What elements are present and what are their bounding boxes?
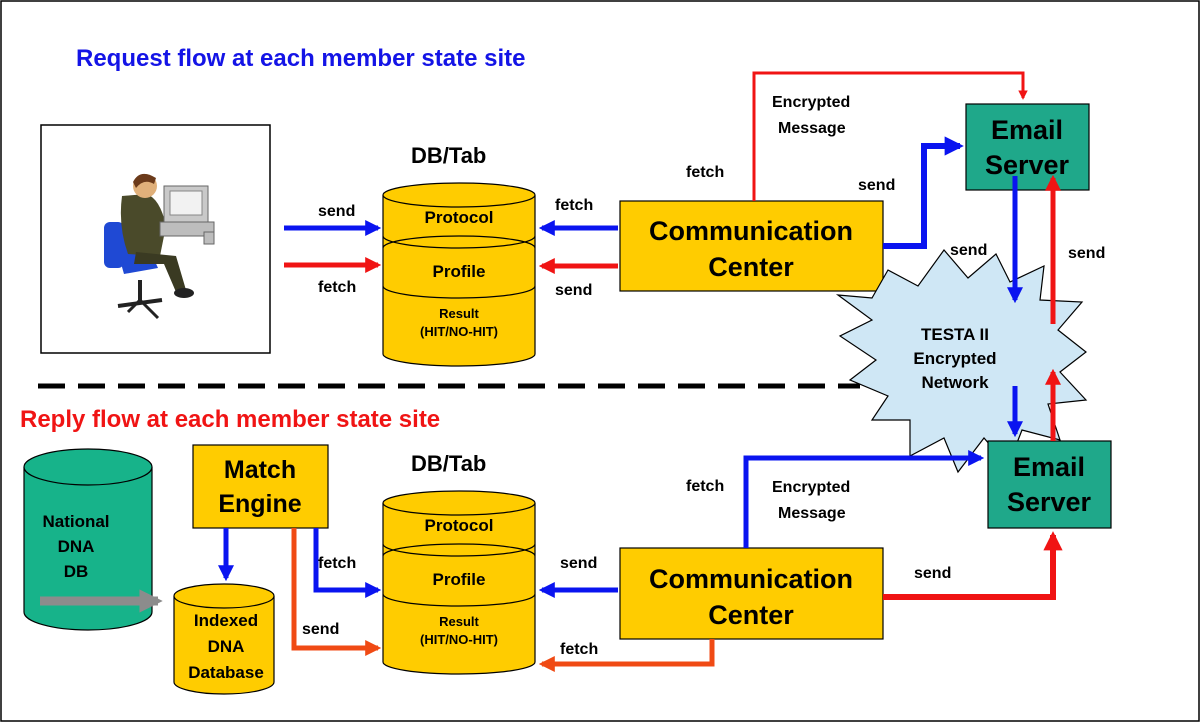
communication-center-bottom-line2: Center	[708, 600, 794, 630]
db-result-sub-label-bottom: (HIT/NO-HIT)	[420, 632, 498, 647]
label-up-send: send	[1068, 245, 1105, 262]
email-server-bottom-line1: Email	[1013, 452, 1085, 482]
label-encrypted-bottom-line1: Encrypted	[772, 479, 850, 496]
db-tab-title-top: DB/Tab	[411, 143, 486, 168]
network-label-line2: Encrypted	[913, 349, 996, 368]
db-profile-label-bottom: Profile	[433, 570, 486, 589]
national-dna-line1: National	[42, 512, 109, 531]
indexed-dna-database-cylinder	[173, 583, 275, 695]
communication-center-top-line1: Communication	[649, 216, 853, 246]
cc-to-email-top-arrow	[883, 136, 964, 249]
db-protocol-label-bottom: Protocol	[425, 516, 494, 535]
label-cc-fetch-bottom: fetch	[560, 641, 598, 658]
indexed-dna-line3: Database	[188, 663, 264, 682]
communication-center-top	[619, 200, 884, 292]
indexed-dna-line2: DNA	[208, 637, 245, 656]
cc-to-email-bottom-arrow	[883, 531, 1063, 600]
communication-center-bottom	[619, 547, 884, 640]
profile-to-match-fetch-arrow	[313, 528, 382, 599]
email-server-top-line1: Email	[991, 115, 1063, 145]
user-at-computer-icon	[104, 173, 215, 320]
label-user-send: send	[318, 203, 355, 220]
match-engine-box	[192, 444, 329, 529]
reply-flow-title: Reply flow at each member state site	[20, 406, 440, 433]
label-encrypted-bottom-line2: Message	[778, 505, 846, 522]
label-cc-fetch: fetch	[555, 197, 593, 214]
db-result-label-bottom: Result	[439, 614, 479, 629]
match-engine-line1: Match	[224, 456, 296, 484]
db-result-label-top: Result	[439, 306, 479, 321]
label-encrypted-line1: Encrypted	[772, 94, 850, 111]
match-send-result-arrow	[291, 528, 382, 657]
label-email-fetch: fetch	[686, 164, 724, 181]
email-server-top	[965, 103, 1090, 191]
db-protocol-label-top: Protocol	[425, 208, 494, 227]
indexed-dna-line1: Indexed	[194, 611, 258, 630]
label-email-down-send: send	[950, 242, 987, 259]
label-cc-to-email-bottom-send: send	[914, 565, 951, 582]
label-cc-send: send	[555, 282, 592, 299]
db-profile-label-top: Profile	[433, 262, 486, 281]
email-top-fetch-arrow	[752, 71, 1028, 201]
email-server-bottom-line2: Server	[1007, 487, 1092, 517]
cc-fetch-result-bottom-arrow	[538, 639, 715, 673]
match-engine-line2: Engine	[218, 490, 301, 518]
db-result-sub-label-top: (HIT/NO-HIT)	[420, 324, 498, 339]
db-tab-cylinder-top	[382, 182, 536, 367]
communication-center-top-line2: Center	[708, 252, 794, 282]
label-match-send: send	[302, 621, 339, 638]
db-tab-title-bottom: DB/Tab	[411, 451, 486, 476]
request-flow-title: Request flow at each member state site	[76, 45, 525, 72]
label-match-fetch: fetch	[318, 555, 356, 572]
network-label-line3: Network	[921, 373, 989, 392]
label-encrypted-line2: Message	[778, 120, 846, 137]
national-dna-db-cylinder	[23, 448, 153, 631]
email-bottom-fetch-arrow	[743, 449, 985, 548]
national-dna-line2: DNA	[58, 537, 95, 556]
email-server-bottom	[987, 440, 1112, 529]
communication-center-bottom-line1: Communication	[649, 564, 853, 594]
national-dna-line3: DB	[64, 562, 89, 581]
label-user-fetch: fetch	[318, 279, 356, 296]
email-server-top-line2: Server	[985, 150, 1070, 180]
label-cc-to-email-send: send	[858, 177, 895, 194]
label-cc-send-bottom: send	[560, 555, 597, 572]
network-label-line1: TESTA II	[921, 325, 989, 344]
testa-network-cloud	[835, 249, 1088, 474]
label-email-fetch-bottom: fetch	[686, 478, 724, 495]
db-tab-cylinder-bottom	[382, 490, 536, 675]
